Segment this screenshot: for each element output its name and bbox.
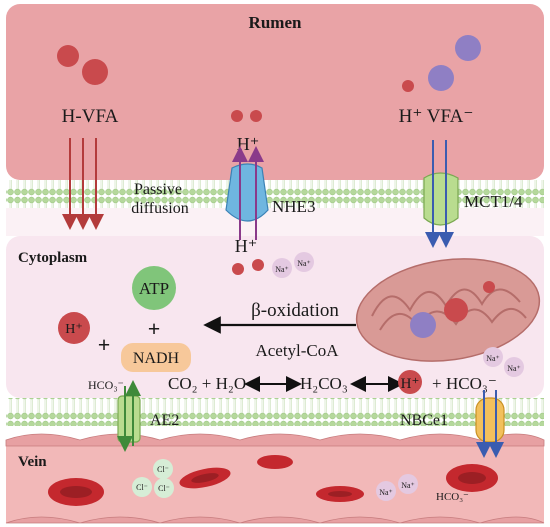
proton-pair-1 [231,110,243,122]
chloride-ion-1-label: Cl⁻ [157,465,169,474]
passive-label-line1: Passive [134,181,182,198]
h-plus-vfa-minus-label: H⁺ VFA⁻ [399,106,474,127]
h-plus-bottom-label: H⁺ [235,236,258,256]
proton-pair-2 [250,110,262,122]
chloride-ion-1 [153,459,173,479]
equation-hco3: HCO₃⁻ [446,374,497,393]
acetyl-coa-label: Acetyl-CoA [255,341,339,360]
sodium-ion-2 [294,252,314,272]
nbce1-label: NBCe1 [400,412,448,429]
rumen-label: Rumen [249,13,302,32]
sodium-ion-3-label: Na⁺ [486,354,500,363]
proton-in-mitochondrion-2 [483,281,495,293]
rumen-compartment [6,4,544,180]
chloride-ion-3 [154,478,174,498]
sodium-ion-2-label: Na⁺ [297,259,311,268]
sodium-ion-6-label: Na⁺ [401,481,415,490]
nbce1-cotransporter [475,390,505,458]
nadh-node [121,343,191,372]
vfa-anion-2 [455,35,481,61]
proton-in-mitochondrion-1 [444,298,468,322]
red-blood-cells [48,455,498,506]
chloride-ion-2 [132,477,152,497]
sodium-ion-4 [504,357,524,377]
h-plus-top-label: H⁺ [237,134,260,154]
beta-oxidation-label: β-oxidation [251,300,339,321]
mct-label: MCT1/4 [464,192,523,211]
sodium-ion-1-label: Na⁺ [275,265,289,274]
proton-cyto-2 [252,259,264,271]
passive-label-line2: diffusion [131,200,188,217]
vfa-in-mitochondrion [410,312,436,338]
basolateral-membrane [6,398,544,426]
atp-label: ATP [139,279,169,298]
sodium-ion-4-label: Na⁺ [507,364,521,373]
nhe3-transporter [225,146,269,240]
vein-label: Vein [18,454,47,470]
equation-h2co3: H₂CO₃ [300,374,348,393]
proton-rumen [402,80,414,92]
h-vfa-molecule-1 [57,45,79,67]
plus-sign-1: + [148,316,161,341]
equation-co2-h2o: CO₂ + H₂O [168,374,246,393]
mct-transporter [423,140,459,248]
proton-cyto-1 [232,263,244,275]
atp-node [132,266,176,310]
sodium-ion-5-label: Na⁺ [379,488,393,497]
nhe3-label: NHE3 [272,197,315,216]
cytoplasm-label: Cytoplasm [18,250,88,266]
sodium-ion-3 [483,347,503,367]
vein-endothelium-bottom [5,516,545,524]
h-vfa-label: H-VFA [62,106,119,127]
proton-ion-node [58,312,90,344]
h-vfa-molecule-2 [82,59,108,85]
passive-diffusion-arrows [62,138,104,230]
hco3-left-label: HCO₃⁻ [88,378,124,392]
hco3-vein-label: HCO₃⁻ [436,491,469,503]
equation-proton [398,370,422,394]
proton-ion-label: H⁺ [65,322,83,337]
sodium-ion-1 [272,258,292,278]
sodium-ion-5 [376,481,396,501]
vein-endothelium-top [5,433,545,447]
sodium-ion-6 [398,474,418,494]
chloride-ion-2-label: Cl⁻ [136,483,148,492]
equation-h-label: H⁺ [401,376,420,392]
ae2-exchanger [117,380,141,452]
plus-sign-2: + [98,332,111,357]
rbc-3 [257,455,293,469]
ae2-label: AE2 [150,412,179,429]
chloride-ion-3-label: Cl⁻ [158,484,170,493]
mitochondrion [355,258,541,362]
equation-plus: + [432,374,442,393]
nadh-label: NADH [133,350,180,367]
vfa-anion-1 [428,65,454,91]
